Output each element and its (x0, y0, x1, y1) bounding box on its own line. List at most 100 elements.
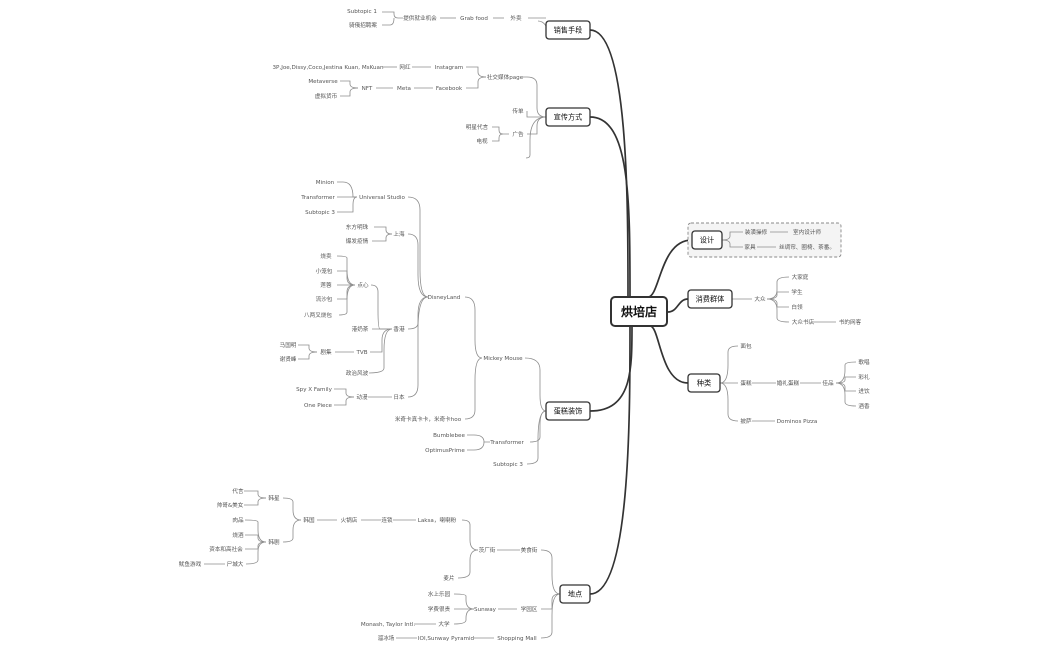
place-campus: 学园区 (521, 605, 538, 613)
place-hawker: 美食街 (521, 546, 538, 554)
main-topic-consumer-label: 消费群体 (696, 295, 725, 304)
decor-onepiece: One Piece (304, 403, 332, 409)
decor-shanghai: 上海 (393, 230, 405, 238)
central-topic[interactable]: 烘培店 (610, 296, 668, 327)
sales-branch: 外卖 Grab food 提供就业机会 Subtopic 1 骑俄招聘案 (347, 9, 547, 30)
types-wedding: 婚礼蛋糕 (777, 379, 800, 387)
place-daidai: 代言 (232, 487, 244, 495)
place-kpop: 韩星 (268, 494, 280, 502)
place-squid: 鱿鱼游戏 (179, 560, 202, 568)
decor-subtopic3b: Subtopic 3 (493, 462, 523, 468)
main-topic-sales-label: 销售手段 (554, 26, 583, 35)
consumer-readers: 大众书店 (792, 318, 815, 326)
types-gift: 佳品 (822, 379, 834, 387)
decor-universal: Universal Studio (359, 195, 405, 201)
place-hotpot: 火锅店 (341, 516, 358, 524)
types-c4: 酒香 (858, 402, 870, 410)
place-skating: 溜冰场 (378, 634, 395, 642)
promo-influencers: 3P,Joe,Dissy,Coco,Jestina Kuan, MsKuan (272, 65, 383, 71)
decor-fennel: 八两叉烧包 (304, 311, 332, 319)
place-oppa: 帅哥&美女 (217, 501, 244, 509)
main-topic-sales[interactable]: 销售手段 (545, 20, 591, 40)
decor-east-pearl: 东方明珠 (346, 223, 369, 231)
place-korea: 韩国 (303, 516, 315, 524)
promo-tv: 电视 (476, 137, 488, 145)
promo-meta: Meta (397, 86, 411, 92)
decor-drama: 剧集 (320, 348, 332, 356)
main-topic-consumer[interactable]: 消费群体 (687, 289, 733, 309)
consumer-office: 白领 (791, 303, 803, 311)
types-branch: 面包 蛋糕 婚礼蛋糕 佳品 歌唱 彩礼 进饮 酒香 披萨 Dominos Piz… (719, 342, 870, 425)
promo-ads: 广告 (512, 130, 524, 138)
place-branch: 美食街 茨厂街 Laksa，喇喇粉 连锁 火锅店 韩国 韩星 代言 帅哥&美女 … (179, 487, 561, 642)
place-plaza: 茨厂街 (479, 546, 496, 554)
types-pizza: 披萨 (740, 417, 752, 425)
promo-flyer: 传单 (512, 107, 524, 115)
place-pyramid: IOI,Sunway Pyramid (418, 636, 475, 642)
sales-jobs: 提供就业机会 (403, 14, 437, 22)
decor-horse: 马国明 (280, 341, 297, 349)
design-branch: 装潢操修 室内设计师 家具 丝绸帘、圈椅、茶番。 (687, 222, 842, 258)
connector-place (589, 325, 631, 595)
decor-transformer-universal: Transformer (300, 195, 335, 201)
decor-transformer: Transformer (489, 440, 524, 446)
main-topic-design-label: 设计 (700, 236, 714, 245)
promo-wanghong: 网红 (399, 63, 411, 71)
decor-tse: 谢贤峰 (280, 355, 297, 363)
decor-lava: 流沙包 (316, 295, 333, 303)
sales-subtopic1: Subtopic 1 (347, 9, 377, 15)
consumer-family: 大家庭 (792, 273, 809, 281)
decor-xiaolongbao: 小笼包 (316, 267, 333, 275)
connector-decor (589, 325, 633, 412)
place-sunway: Sunway (474, 607, 497, 613)
consumer-public: 大众 (754, 295, 766, 303)
place-kangkong: 麦片 (443, 574, 455, 582)
types-dominos: Dominos Pizza (777, 419, 818, 425)
promo-facebook: Facebook (436, 86, 463, 92)
place-uni: 学费很贵 (428, 605, 451, 613)
decor-mickey: Mickey Mouse (483, 356, 523, 362)
consumer-branch: 大众 大家庭 学生 白领 大众书店 书的网客 (732, 273, 862, 326)
consumer-hobby: 书的网客 (839, 318, 862, 326)
decor-protest: 政治风波 (346, 369, 369, 377)
sales-grab: Grab food (460, 16, 488, 22)
place-wine: 肉品 (232, 516, 244, 524)
main-topic-place[interactable]: 地点 (559, 584, 591, 604)
main-topic-types[interactable]: 种类 (687, 373, 721, 393)
decor-mickey-desc: 米奇卡真卡卡，米奇卡hoo (395, 415, 462, 423)
decor-lotus: 莲蓉 (320, 281, 332, 289)
main-topic-types-label: 种类 (697, 379, 711, 388)
decor-minion: Minion (316, 180, 335, 186)
decor-tvb: TVB (355, 350, 367, 356)
design-group-frame (687, 222, 842, 258)
place-waterpark: 水上乐园 (428, 590, 451, 598)
place-mall: Shopping Mall (497, 636, 537, 642)
place-monash: Monash, Taylor Intl. (361, 622, 415, 628)
types-cake: 蛋糕 (740, 379, 752, 387)
promo-spokesperson: 明星代言 (466, 123, 489, 131)
types-c3: 进饮 (858, 387, 870, 395)
place-noodle: 烧酒 (232, 531, 244, 539)
types-c2: 彩礼 (858, 373, 870, 381)
main-topic-promo[interactable]: 宣传方式 (545, 107, 591, 127)
sales-waimai: 外卖 (510, 14, 522, 22)
decor-optimus: OptimusPrime (425, 448, 465, 454)
main-topic-decor-label: 蛋糕装饰 (554, 407, 583, 416)
central-topic-label: 烘培店 (621, 304, 657, 319)
decor-dimsum: 点心 (357, 282, 369, 289)
place-capital: 资本和高社会 (209, 545, 243, 553)
decor-spyfamily: Spy X Family (296, 387, 332, 393)
decor-siumai: 烧卖 (320, 252, 332, 260)
promo-metaverse: Metaverse (308, 79, 338, 85)
place-ship: 尸城大 (227, 560, 244, 568)
main-topic-decor[interactable]: 蛋糕装饰 (545, 401, 591, 421)
design-items: 丝绸帘、圈椅、茶番。 (779, 243, 835, 251)
connector-types (649, 325, 689, 384)
connector-design (647, 239, 693, 298)
design-designer: 室内设计师 (793, 228, 821, 236)
promo-social: 社交媒体page (487, 73, 524, 81)
sales-recruit: 骑俄招聘案 (349, 21, 377, 29)
decor-disneyland: DisneyLand (428, 295, 461, 301)
main-topic-design[interactable]: 设计 (691, 230, 723, 250)
